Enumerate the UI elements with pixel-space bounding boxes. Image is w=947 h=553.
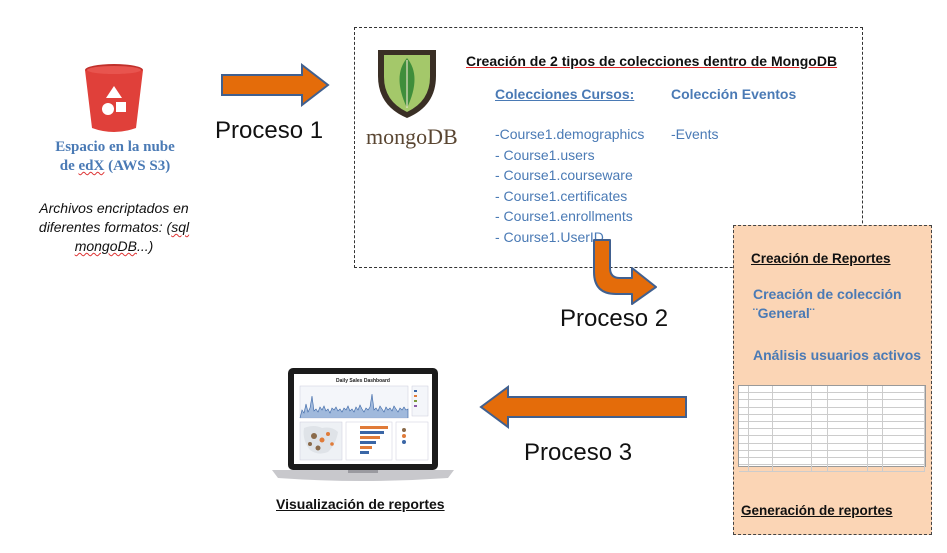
- table-row: [739, 443, 926, 451]
- table-row: [739, 414, 926, 422]
- s3-desc-line2: diferentes formatos: (sql: [14, 218, 214, 237]
- dashboard-title: Daily Sales Dashboard: [336, 378, 390, 384]
- mongodb-logo-text: mongoDB: [366, 124, 458, 149]
- process-3-label: Proceso 3: [524, 439, 633, 466]
- course-collection-item: - Course1.courseware: [495, 167, 633, 183]
- course-collection-item: - Course1.certificates: [495, 187, 628, 204]
- report-table-thumbnail: [738, 385, 926, 473]
- process-1-label: Proceso 1: [215, 117, 324, 144]
- process-1-arrow: [221, 63, 330, 107]
- events-collection-header: Colección Eventos: [671, 86, 797, 102]
- s3-desc-line1: Archivos encriptados en: [39, 200, 189, 216]
- table-row: [739, 450, 926, 458]
- s3-title-suffix: (AWS S3): [104, 158, 171, 174]
- table-row: [739, 386, 926, 394]
- s3-desc-line3: mongoDB...): [14, 237, 214, 256]
- s3-desc-suffix: ...): [136, 238, 154, 254]
- reports-item-line1: Creación de colección: [753, 286, 902, 302]
- table-row: [739, 429, 926, 437]
- process-2-arrow: [593, 239, 657, 305]
- course-collection-item: -Course1.demographics: [495, 126, 645, 142]
- aws-s3-bucket-icon: [85, 64, 143, 132]
- reports-item-general-collection: Creación de colección ¨General¨: [753, 285, 902, 323]
- reports-item-active-users: Análisis usuarios activos: [753, 347, 922, 363]
- course-collection-item: - Course1.enrollments: [495, 208, 633, 224]
- table-row: [739, 421, 926, 430]
- s3-title-line2: de edX (AWS S3): [40, 157, 190, 176]
- laptop-dashboard-image: Daily Sales Dashboard: [272, 368, 454, 481]
- process-3-arrow: [479, 385, 687, 429]
- mongodb-heading: Creación de 2 tipos de colecciones dentr…: [466, 53, 838, 69]
- mongodb-leaf-icon: [378, 50, 436, 118]
- process-2-label: Proceso 2: [560, 305, 669, 332]
- s3-desc-mongo: mongoDB: [74, 238, 137, 254]
- course-collection-item: - Course1.UserID: [495, 228, 604, 245]
- table-row: [739, 407, 926, 415]
- courses-collection-list: -Course1.demographics - Course1.users - …: [495, 124, 644, 247]
- table-row: [739, 393, 926, 401]
- reports-box: [733, 225, 932, 535]
- reports-generation-label: Generación de reportes: [741, 503, 893, 518]
- courses-collection-header: Colecciones Cursos:: [495, 86, 635, 102]
- table-row: [739, 400, 926, 408]
- visualization-label: Visualización de reportes: [276, 496, 445, 512]
- s3-desc-prefix: diferentes formatos: (: [38, 219, 172, 235]
- table-row: [739, 436, 926, 444]
- s3-description: Archivos encriptados en diferentes forma…: [14, 199, 214, 256]
- table-row: [739, 457, 926, 466]
- reports-heading: Creación de Reportes: [751, 251, 891, 266]
- s3-title: Espacio en la nube de edX (AWS S3): [40, 138, 190, 176]
- table-row: [739, 465, 926, 473]
- s3-title-edx: edX: [78, 158, 105, 174]
- course-collection-item: - Course1.users: [495, 146, 595, 163]
- s3-title-line1: Espacio en la nube: [55, 139, 175, 155]
- events-collection-item: -Events: [671, 126, 719, 142]
- s3-desc-sql: sql: [171, 219, 190, 235]
- reports-item-line2: ¨General¨: [753, 305, 815, 321]
- s3-title-prefix: de: [59, 158, 79, 174]
